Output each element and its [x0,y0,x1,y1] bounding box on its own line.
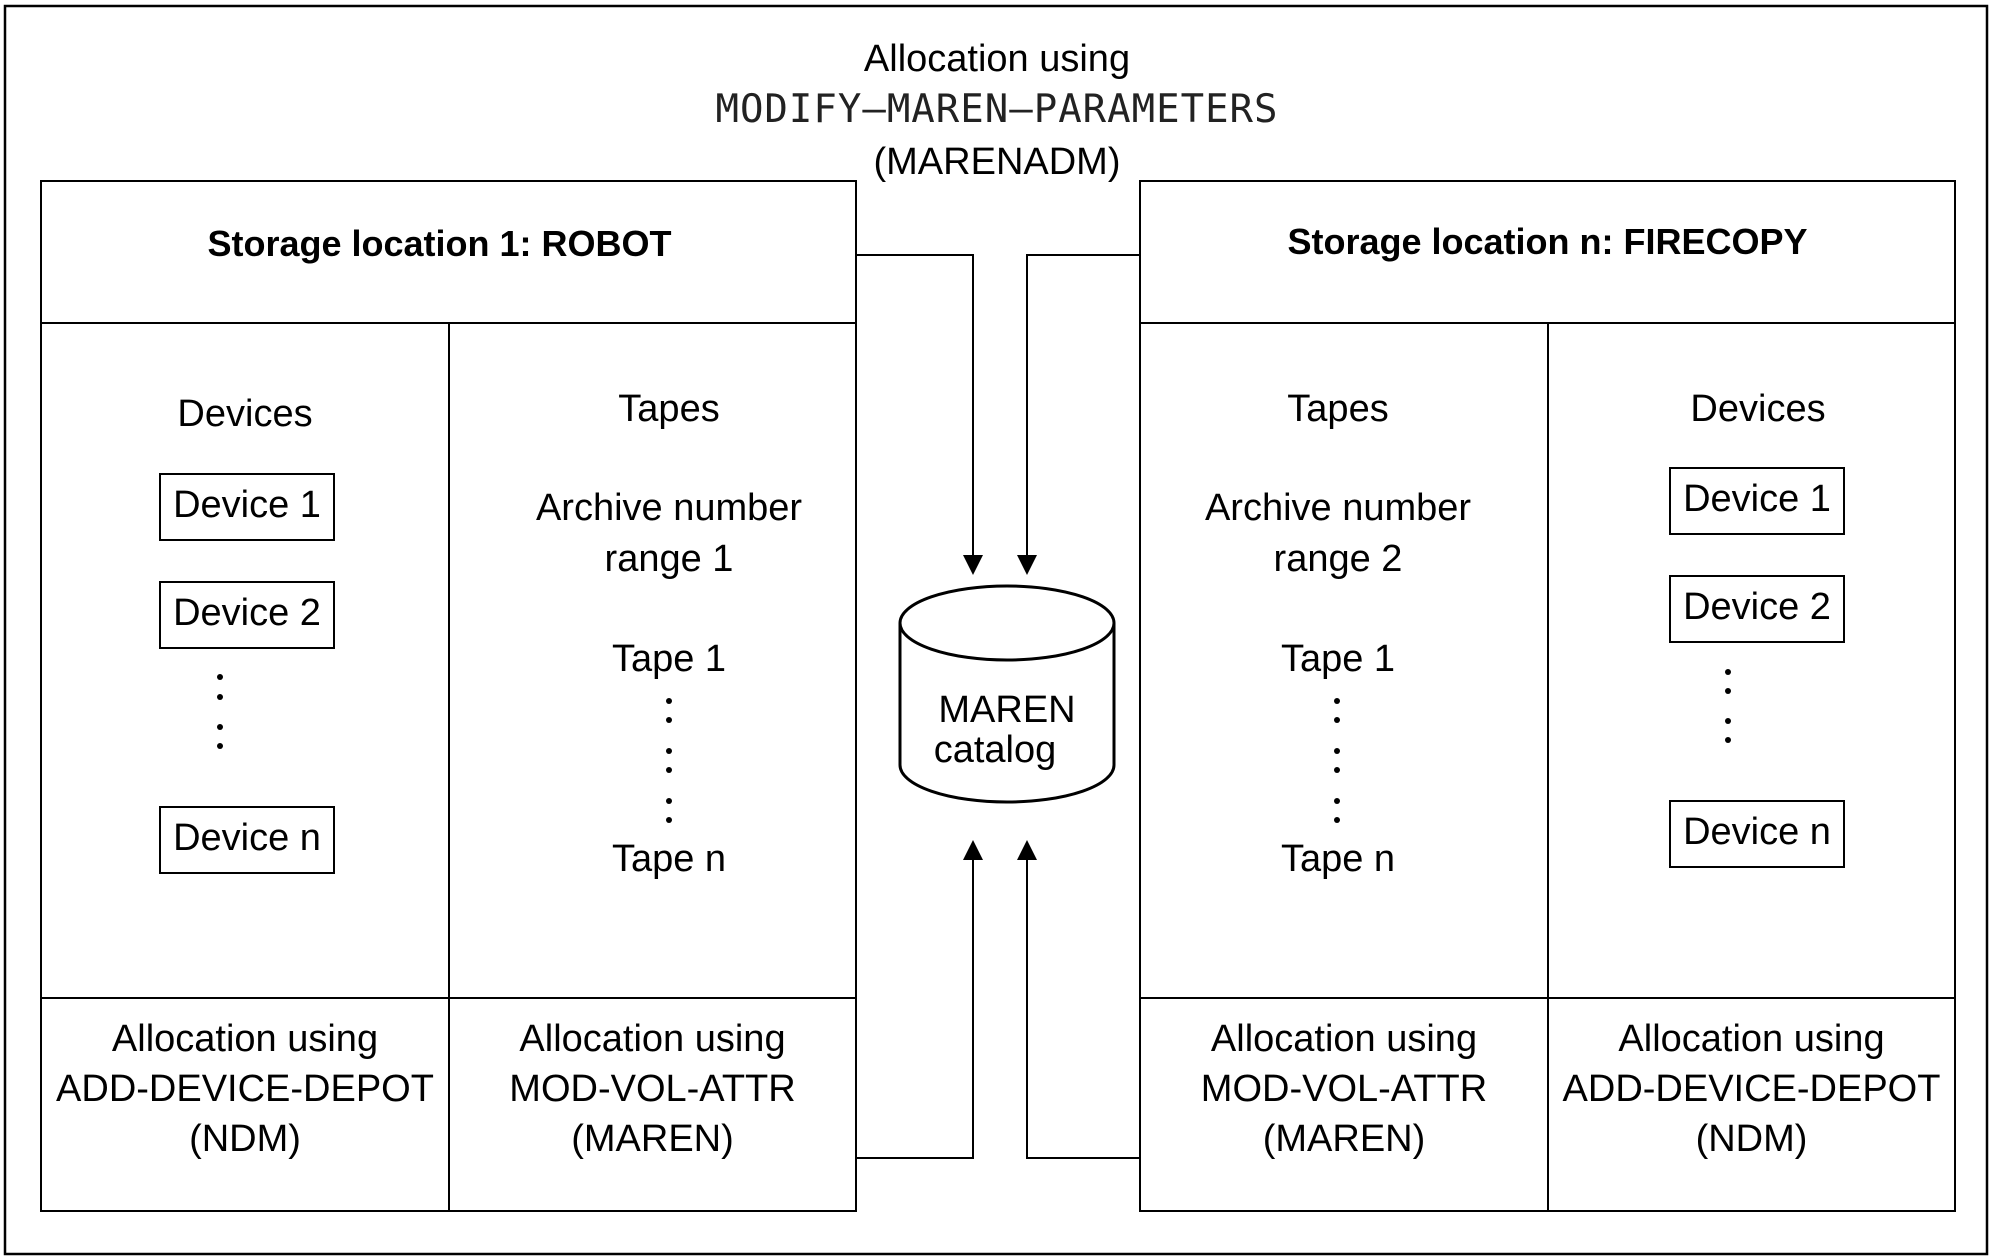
ellipsis-dot [666,817,672,823]
ellipsis-dot [666,748,672,754]
left-tape-first: Tape 1 [611,638,727,680]
ellipsis-dot [1334,767,1340,773]
arrow-up-right [1017,840,1037,860]
left-storage-title: Storage location 1: ROBOT [207,223,672,264]
left-device-allocation: Allocation using ADD-DEVICE-DEPOT (NDM) [41,1014,449,1164]
alloc-line2: ADD-DEVICE-DEPOT [1562,1068,1941,1110]
ellipsis-dot [1725,669,1731,675]
top-allocation-label: Allocation using [863,38,1131,80]
ellipsis-dot [1334,717,1340,723]
ellipsis-dot [217,743,223,749]
ellipsis-dot [1725,718,1731,724]
ellipsis-dot [1334,748,1340,754]
right-tape-allocation: Allocation using MOD-VOL-ATTR (MAREN) [1140,1014,1548,1164]
right-devices-heading: Devices [1690,388,1826,430]
arrow-down-right [1017,555,1037,575]
outer-frame [3,4,1989,1256]
left-storage-box [40,180,857,1212]
ellipsis-dot [1725,737,1731,743]
left-tape-last: Tape n [611,838,727,880]
ellipsis-dot [1334,817,1340,823]
catalog-label-line1: MAREN [938,689,1076,731]
ellipsis-dot [666,798,672,804]
ellipsis-dot [217,724,223,730]
alloc-line2: MOD-VOL-ATTR [1200,1068,1488,1110]
alloc-line3: (MAREN) [1262,1118,1426,1160]
left-devices-heading: Devices [177,393,313,435]
alloc-line1: Allocation using [1210,1018,1478,1060]
top-command-label: MODIFY–MAREN–PARAMETERS [715,87,1279,132]
alloc-line1: Allocation using [519,1018,786,1060]
left-device-n: Device n [159,806,335,874]
left-device-1: Device 1 [159,473,335,541]
alloc-line1: Allocation using [1618,1018,1885,1060]
right-tape-last: Tape n [1280,838,1396,880]
alloc-line3: (MAREN) [571,1118,734,1160]
alloc-line3: (NDM) [1695,1118,1808,1160]
catalog-label-line2: catalog [933,729,1057,771]
alloc-line1: Allocation using [111,1018,379,1060]
left-range-line1: Archive number [535,487,803,529]
ellipsis-dot [1725,688,1731,694]
database-icon [898,584,1116,804]
right-storage-box [1139,180,1956,1212]
ellipsis-dot [217,674,223,680]
left-tapes-heading: Tapes [618,388,720,430]
right-range-line1: Archive number [1204,487,1472,529]
ellipsis-dot [666,767,672,773]
right-device-allocation: Allocation using ADD-DEVICE-DEPOT (NDM) [1548,1014,1955,1164]
arrow-up-left [963,840,983,860]
alloc-line2: ADD-DEVICE-DEPOT [56,1068,434,1110]
right-storage-title: Storage location n: FIRECOPY [1287,221,1808,262]
ellipsis-dot [666,698,672,704]
ellipsis-dot [1334,698,1340,704]
right-device-n: Device n [1669,800,1845,868]
connector-lines [856,254,1140,1159]
ellipsis-dot [217,694,223,700]
alloc-line2: MOD-VOL-ATTR [509,1068,796,1110]
right-tapes-heading: Tapes [1287,388,1389,430]
right-range-line2: range 2 [1273,538,1403,580]
alloc-line3: (NDM) [189,1118,301,1160]
left-tape-allocation: Allocation using MOD-VOL-ATTR (MAREN) [449,1014,856,1164]
arrowheads [963,555,1037,860]
left-device-2: Device 2 [159,581,335,649]
right-device-1: Device 1 [1669,467,1845,535]
arrow-down-left [963,555,983,575]
ellipsis-dot [666,717,672,723]
top-program-label: (MARENADM) [873,141,1121,183]
right-tape-first: Tape 1 [1280,638,1396,680]
left-range-line2: range 1 [604,538,734,580]
ellipsis-dot [1334,798,1340,804]
right-device-2: Device 2 [1669,575,1845,643]
